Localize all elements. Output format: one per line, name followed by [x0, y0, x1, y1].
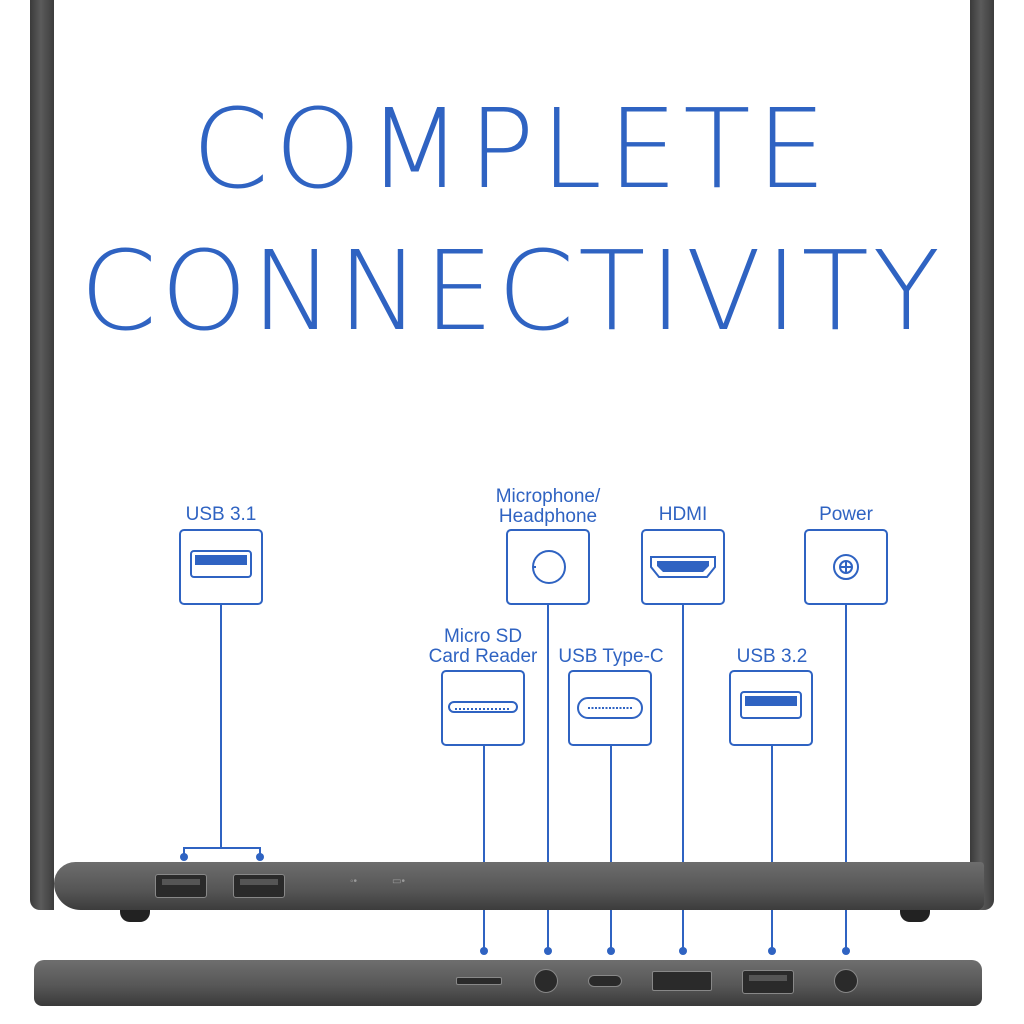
usb31-label: USB 3.1: [185, 504, 257, 525]
mic-box: [506, 529, 590, 605]
hdmi-leader: [682, 605, 684, 950]
physical-usbc-port: [588, 975, 622, 987]
laptop-lid-left-edge: [30, 0, 54, 910]
microsd-leader: [483, 746, 485, 950]
physical-microsd-slot: [456, 977, 502, 985]
usb-c-icon: [577, 697, 643, 719]
hdmi-box: [641, 529, 725, 605]
laptop-left-side: [54, 862, 984, 910]
microsd-slot-icon: [448, 701, 518, 713]
audio-jack-icon: [532, 550, 566, 584]
usbc-box: [568, 670, 652, 746]
physical-usb31-port-1: [155, 874, 207, 898]
headline-connectivity: CONNECTIVITY: [80, 227, 944, 355]
physical-audio-jack: [534, 969, 558, 993]
usb-a-icon: [740, 691, 802, 719]
mic-label: Microphone/ Headphone: [495, 486, 601, 527]
physical-hdmi-port: [652, 971, 712, 991]
headline-complete: COMPLETE: [191, 85, 833, 213]
physical-power-jack: [834, 969, 858, 993]
power-leader: [845, 605, 847, 950]
usb31-split: [184, 847, 260, 849]
power-box: [804, 529, 888, 605]
usb31-leader: [220, 605, 222, 848]
power-jack-icon: [833, 554, 859, 580]
hdmi-label: HDMI: [658, 504, 708, 525]
laptop-lid-right-edge: [970, 0, 994, 910]
physical-usb32-port: [742, 970, 794, 994]
usb32-leader: [771, 746, 773, 950]
usb31-box: [179, 529, 263, 605]
microsd-box: [441, 670, 525, 746]
physical-usb31-port-2: [233, 874, 285, 898]
laptop-right-side: [34, 960, 982, 1006]
mic-leader: [547, 605, 549, 950]
usbc-leader: [610, 746, 612, 950]
usbc-label: USB Type-C: [558, 646, 664, 667]
usb32-label: USB 3.2: [736, 646, 808, 667]
microsd-label: Micro SD Card Reader: [428, 626, 538, 667]
usb32-box: [729, 670, 813, 746]
hdmi-icon: [650, 556, 716, 578]
power-label: Power: [819, 504, 873, 525]
usb-a-icon: [190, 550, 252, 578]
indicator-light-icon: ◦•: [350, 876, 358, 887]
battery-light-icon: ▭•: [392, 876, 405, 887]
